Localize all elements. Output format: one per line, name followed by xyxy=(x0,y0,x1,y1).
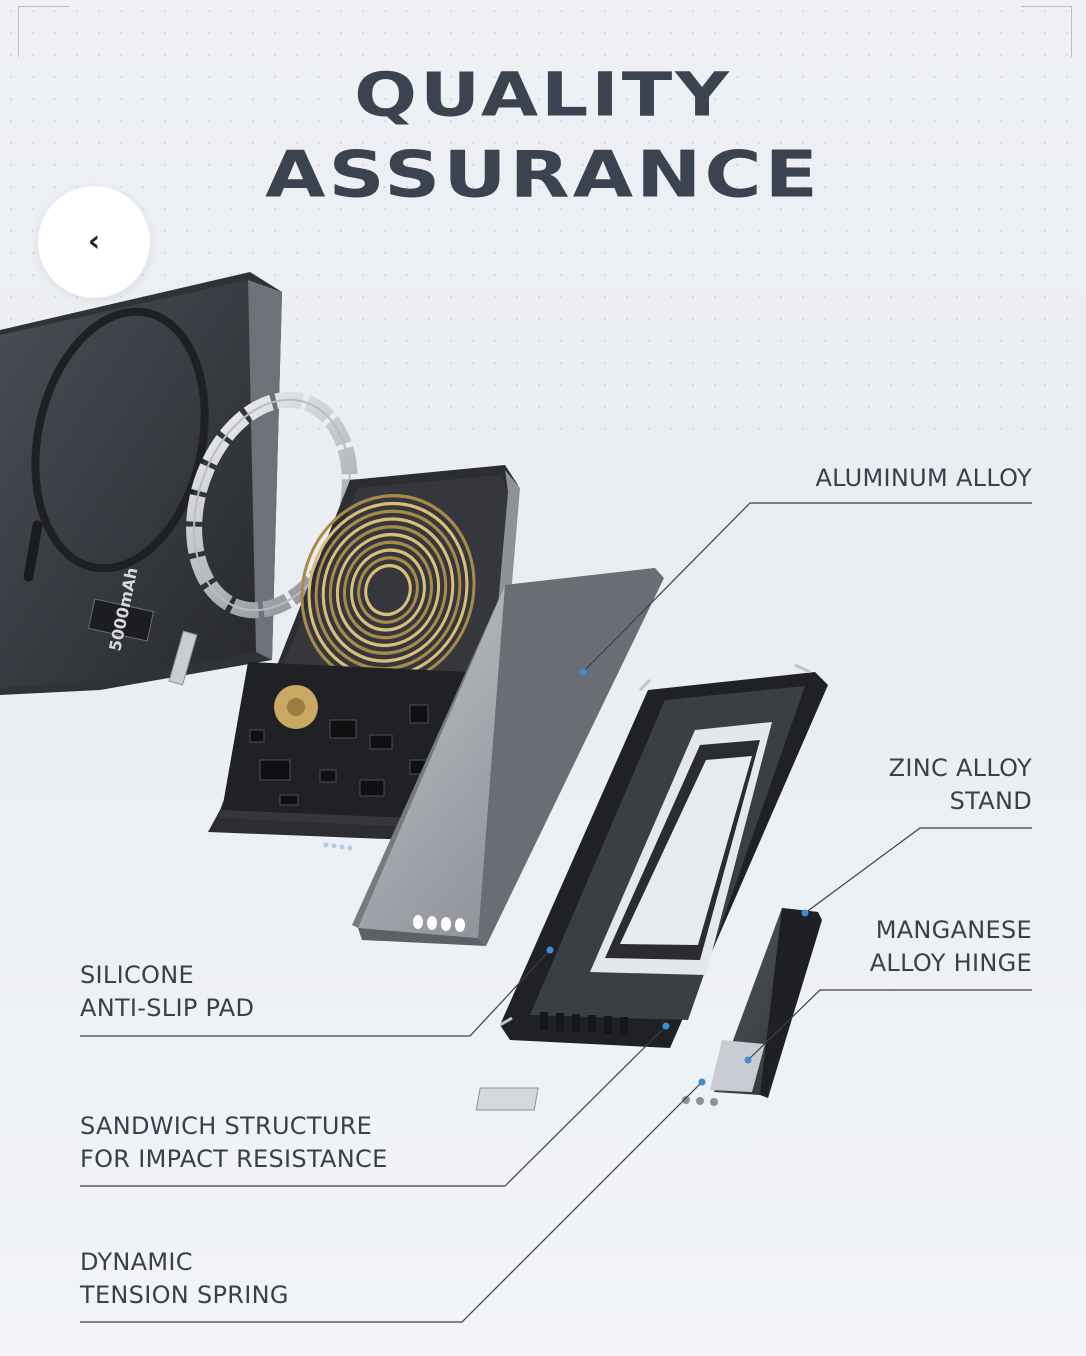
frame-corner-top-left xyxy=(18,6,69,57)
aluminum-plate xyxy=(352,568,664,946)
label-aluminum-alloy: ALUMINUM ALLOY xyxy=(815,462,1032,495)
label-text: SANDWICH STRUCTURE xyxy=(80,1112,373,1140)
frame-corner-top-right xyxy=(1021,6,1072,57)
label-text: ZINC ALLOY xyxy=(888,754,1032,782)
manganese-hinge xyxy=(475,908,822,1111)
title-line-1: QUALITY xyxy=(354,59,732,131)
label-text: DYNAMIC xyxy=(80,1248,193,1276)
title-line-2: ASSURANCE xyxy=(265,138,821,212)
power-bank-body: 5000mAh xyxy=(0,272,282,695)
label-text: SILICONE xyxy=(80,961,194,989)
label-zinc-alloy-stand: ZINC ALLOY STAND xyxy=(889,752,1032,818)
leader-lines xyxy=(80,502,1032,1323)
label-sandwich-structure: SANDWICH STRUCTURE FOR IMPACT RESISTANCE xyxy=(80,1110,388,1176)
label-text: ALUMINUM ALLOY xyxy=(815,464,1032,492)
label-text: ALLOY HINGE xyxy=(869,949,1032,977)
label-manganese-hinge: MANGANESE ALLOY HINGE xyxy=(870,914,1032,980)
label-text: TENSION SPRING xyxy=(80,1281,289,1309)
label-text: FOR IMPACT RESISTANCE xyxy=(80,1145,388,1173)
back-button[interactable]: ‹ xyxy=(38,186,150,298)
label-tension-spring: DYNAMIC TENSION SPRING xyxy=(80,1246,289,1312)
chevron-left-icon: ‹ xyxy=(87,224,101,259)
label-text: ANTI-SLIP PAD xyxy=(80,994,255,1022)
stand-frame xyxy=(499,663,828,1048)
label-silicone-pad: SILICONE ANTI-SLIP PAD xyxy=(80,959,254,1025)
label-text: STAND xyxy=(949,787,1032,815)
callout-dots xyxy=(546,668,809,1086)
label-text: MANGANESE xyxy=(875,916,1032,944)
